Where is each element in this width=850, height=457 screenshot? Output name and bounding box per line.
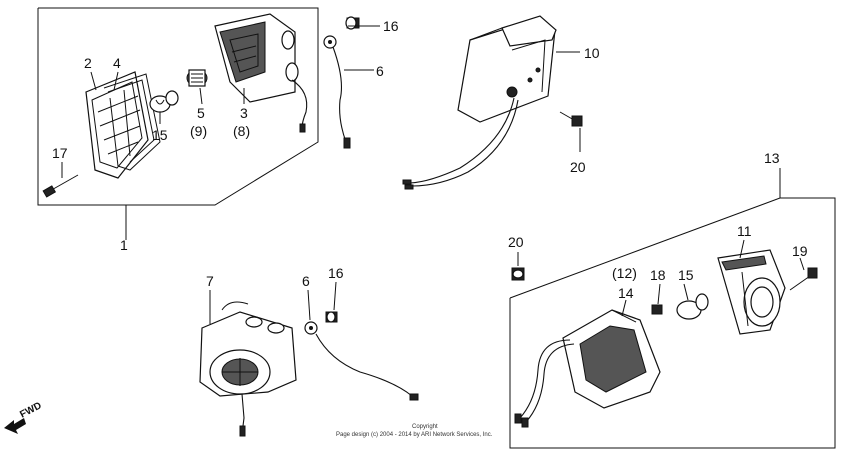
copyright-line-1: Copyright	[412, 424, 438, 430]
bulb-part-15-upper[interactable]	[149, 90, 179, 113]
wire-part-6-lower[interactable]	[304, 321, 419, 401]
callout-5[interactable]: 5	[197, 105, 205, 121]
callout-3[interactable]: 3	[240, 105, 248, 121]
turn-signal-7-wire	[239, 393, 246, 437]
callout-16-lower[interactable]: 16	[328, 265, 344, 281]
bolt-part-16-upper[interactable]	[345, 16, 360, 30]
assembly-frame-13	[509, 168, 836, 449]
taillight-part-10[interactable]	[457, 15, 557, 123]
lens-part-2[interactable]	[85, 71, 149, 179]
callout-10[interactable]: 10	[584, 45, 600, 61]
copyright-line-2: Page design (c) 2004 - 2014 by ARI Netwo…	[336, 432, 493, 438]
screw-part-18[interactable]	[651, 304, 663, 315]
callout-15-lower[interactable]: 15	[678, 267, 694, 283]
callout-16-upper[interactable]: 16	[383, 18, 399, 34]
screw-part-20-lower[interactable]	[511, 267, 525, 281]
turn-signal-part-7[interactable]	[199, 301, 297, 397]
forward-direction-indicator: FWD	[4, 400, 44, 434]
bolt-part-16-lower[interactable]	[325, 311, 338, 323]
callout-7[interactable]: 7	[206, 273, 214, 289]
callout-4[interactable]: 4	[113, 55, 121, 71]
turn-signal-housing-part-14[interactable]	[562, 309, 661, 409]
taillight-wire-harness	[402, 97, 519, 190]
callout-14[interactable]: 14	[618, 285, 634, 301]
callout-labels: 2 4 17 15 5 (9) 3 (8) 16 6 1 10 20 13 20…	[52, 18, 808, 301]
gasket-part-4[interactable]	[103, 73, 161, 171]
screw-part-19[interactable]	[789, 267, 818, 291]
lens-part-11[interactable]	[717, 249, 786, 335]
callout-6-upper[interactable]: 6	[376, 63, 384, 79]
assembly-frame-1	[37, 7, 319, 240]
wire-part-6-upper[interactable]	[323, 35, 351, 149]
screw-part-17[interactable]	[42, 174, 79, 198]
copyright-footer: Copyright Page design (c) 2004 - 2014 by…	[336, 424, 493, 438]
callout-15-upper[interactable]: 15	[152, 127, 168, 143]
screw-part-20-upper[interactable]	[559, 111, 583, 127]
forward-label: FWD	[18, 400, 43, 420]
callout-20-upper[interactable]: 20	[570, 159, 586, 175]
callout-11[interactable]: 11	[737, 223, 752, 239]
callout-1[interactable]: 1	[120, 237, 128, 253]
callout-12[interactable]: (12)	[612, 265, 637, 281]
callout-5-alt[interactable]: (9)	[190, 123, 207, 139]
callout-3-alt[interactable]: (8)	[233, 123, 250, 139]
callout-17[interactable]: 17	[52, 145, 68, 161]
housing-wire	[291, 79, 308, 133]
callout-6-lower[interactable]: 6	[302, 273, 310, 289]
forward-arrow-icon	[4, 418, 26, 434]
socket-part-5[interactable]	[186, 69, 208, 87]
callout-18[interactable]: 18	[650, 267, 666, 283]
leader-lines	[61, 25, 805, 324]
callout-19[interactable]: 19	[792, 243, 808, 259]
bulb-part-15-lower[interactable]	[676, 293, 709, 320]
turn-signal-wire-harness	[514, 339, 575, 428]
housing-part-3[interactable]	[214, 13, 299, 103]
callout-2[interactable]: 2	[84, 55, 92, 71]
callout-20-lower[interactable]: 20	[508, 234, 524, 250]
callout-13[interactable]: 13	[764, 150, 780, 166]
